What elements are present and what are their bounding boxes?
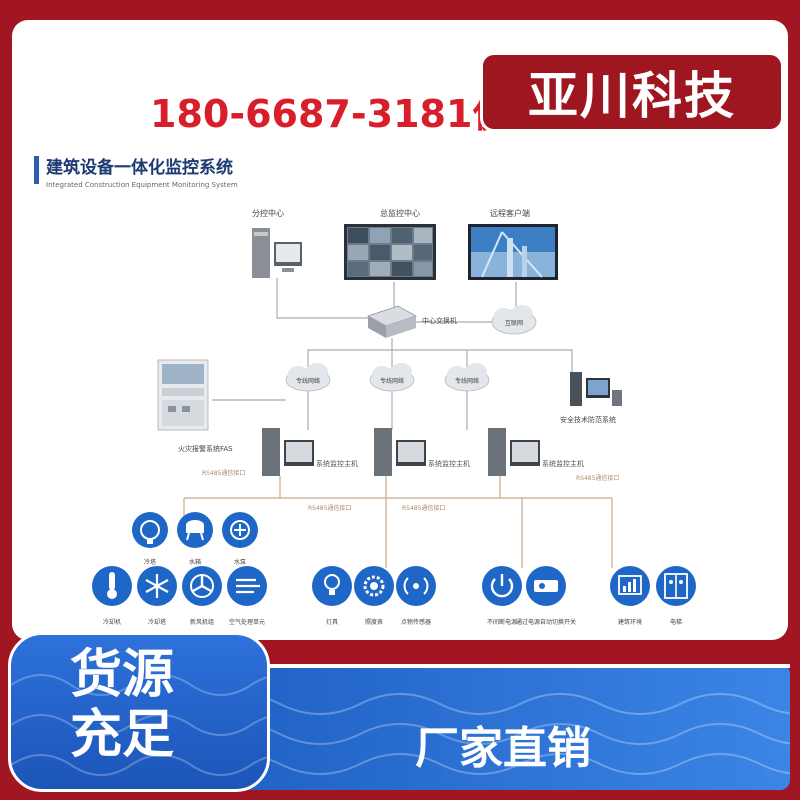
device-elevator-icon bbox=[656, 566, 696, 606]
network-cloud-label: 专线网络 bbox=[296, 377, 320, 385]
security-label: 安全技术防范系统 bbox=[560, 415, 616, 424]
wave-pattern bbox=[200, 693, 790, 775]
fas-label: 火灾报警系统FAS bbox=[178, 444, 233, 453]
fire-alarm-console-icon bbox=[157, 359, 209, 431]
device-label: 通过电源自动切换开关 bbox=[516, 618, 576, 626]
device-label: 冷却机 bbox=[103, 618, 121, 626]
monitor-host-icon bbox=[374, 428, 426, 476]
switch-label: 中心交换机 bbox=[422, 316, 457, 325]
network-cloud-label: 专线网络 bbox=[455, 377, 479, 385]
device-label: 灯具 bbox=[326, 618, 338, 626]
remote-screen-icon bbox=[468, 224, 558, 280]
title-accent-bar bbox=[34, 156, 39, 184]
device-signal-icon bbox=[396, 566, 436, 606]
device-wind-icon bbox=[227, 566, 267, 606]
link-line bbox=[307, 349, 573, 372]
wave-pattern bbox=[11, 674, 267, 776]
phone-number: 180-6687-3181俊 bbox=[150, 92, 511, 136]
device-label: 照度表 bbox=[365, 618, 383, 626]
device-thermometer-icon bbox=[92, 566, 132, 606]
device-fan-icon bbox=[132, 512, 168, 548]
monitor-host-icon bbox=[488, 428, 540, 476]
diagram-title: 建筑设备一体化监控系统 bbox=[46, 157, 233, 178]
top-node-label-1: 分控中心 bbox=[252, 208, 284, 218]
monitor-wall-icon bbox=[344, 224, 436, 280]
device-pump-icon bbox=[222, 512, 258, 548]
device-label: 点物传感器 bbox=[401, 618, 431, 626]
network-cloud-icon bbox=[369, 363, 415, 392]
device-snowflake-icon bbox=[137, 566, 177, 606]
rs485-label: RS485通信接口 bbox=[202, 469, 245, 477]
supply-line-1: 货源 bbox=[70, 645, 175, 705]
device-label: 冷却塔 bbox=[148, 618, 166, 626]
network-cloud-icon bbox=[444, 363, 490, 392]
center-switch-icon bbox=[367, 305, 417, 338]
link-line bbox=[276, 278, 382, 319]
top-node-label-2: 总监控中心 bbox=[380, 208, 420, 218]
device-chart-icon bbox=[610, 566, 650, 606]
device-label: 水泵 bbox=[234, 558, 246, 566]
factory-direct-text: 厂家直销 bbox=[415, 723, 591, 774]
internet-cloud-label: 互联网 bbox=[505, 319, 523, 327]
device-label: 新风机组 bbox=[190, 618, 214, 626]
internet-cloud-icon bbox=[491, 305, 537, 335]
network-cloud-icon bbox=[285, 363, 331, 392]
host-label: 系统监控主机 bbox=[428, 459, 470, 468]
supply-badge bbox=[8, 632, 270, 792]
supply-line-2: 充足 bbox=[70, 705, 175, 765]
workstation-icon bbox=[252, 228, 302, 278]
device-tank-icon bbox=[177, 512, 213, 548]
device-label: 水箱 bbox=[189, 558, 201, 566]
device-label: 不间断电源 bbox=[487, 618, 517, 626]
device-label: 空气处理单元 bbox=[229, 618, 265, 626]
device-power-icon bbox=[482, 566, 522, 606]
device-fan-blade-icon bbox=[182, 566, 222, 606]
device-bulb-icon bbox=[312, 566, 352, 606]
system-diagram: 建筑设备一体化监控系统 Integrated Construction Equi… bbox=[34, 156, 696, 626]
top-node-label-3: 远程客户端 bbox=[490, 208, 530, 218]
device-gear-icon bbox=[354, 566, 394, 606]
rs485-label: RS485通信接口 bbox=[308, 504, 351, 512]
rs485-label: RS485通信接口 bbox=[576, 474, 619, 482]
diagram-subtitle: Integrated Construction Equipment Monito… bbox=[46, 181, 238, 189]
brand-name: 亚川科技 bbox=[528, 67, 736, 125]
device-label: 冷塔 bbox=[144, 558, 156, 566]
device-switch-icon bbox=[526, 566, 566, 606]
host-label: 系统监控主机 bbox=[316, 459, 358, 468]
bottom-banner bbox=[200, 664, 790, 790]
device-label: 电梯 bbox=[670, 618, 682, 626]
security-workstation-icon bbox=[570, 372, 622, 406]
banner-divider bbox=[235, 664, 790, 668]
host-label: 系统监控主机 bbox=[542, 459, 584, 468]
brand-badge: 亚川科技 bbox=[480, 52, 784, 132]
rs485-label: RS485通信接口 bbox=[402, 504, 445, 512]
monitor-host-icon bbox=[262, 428, 314, 476]
device-label: 建筑环境 bbox=[618, 618, 642, 626]
network-cloud-label: 专线网络 bbox=[380, 377, 404, 385]
supply-text: 货源 充足 bbox=[70, 645, 174, 765]
